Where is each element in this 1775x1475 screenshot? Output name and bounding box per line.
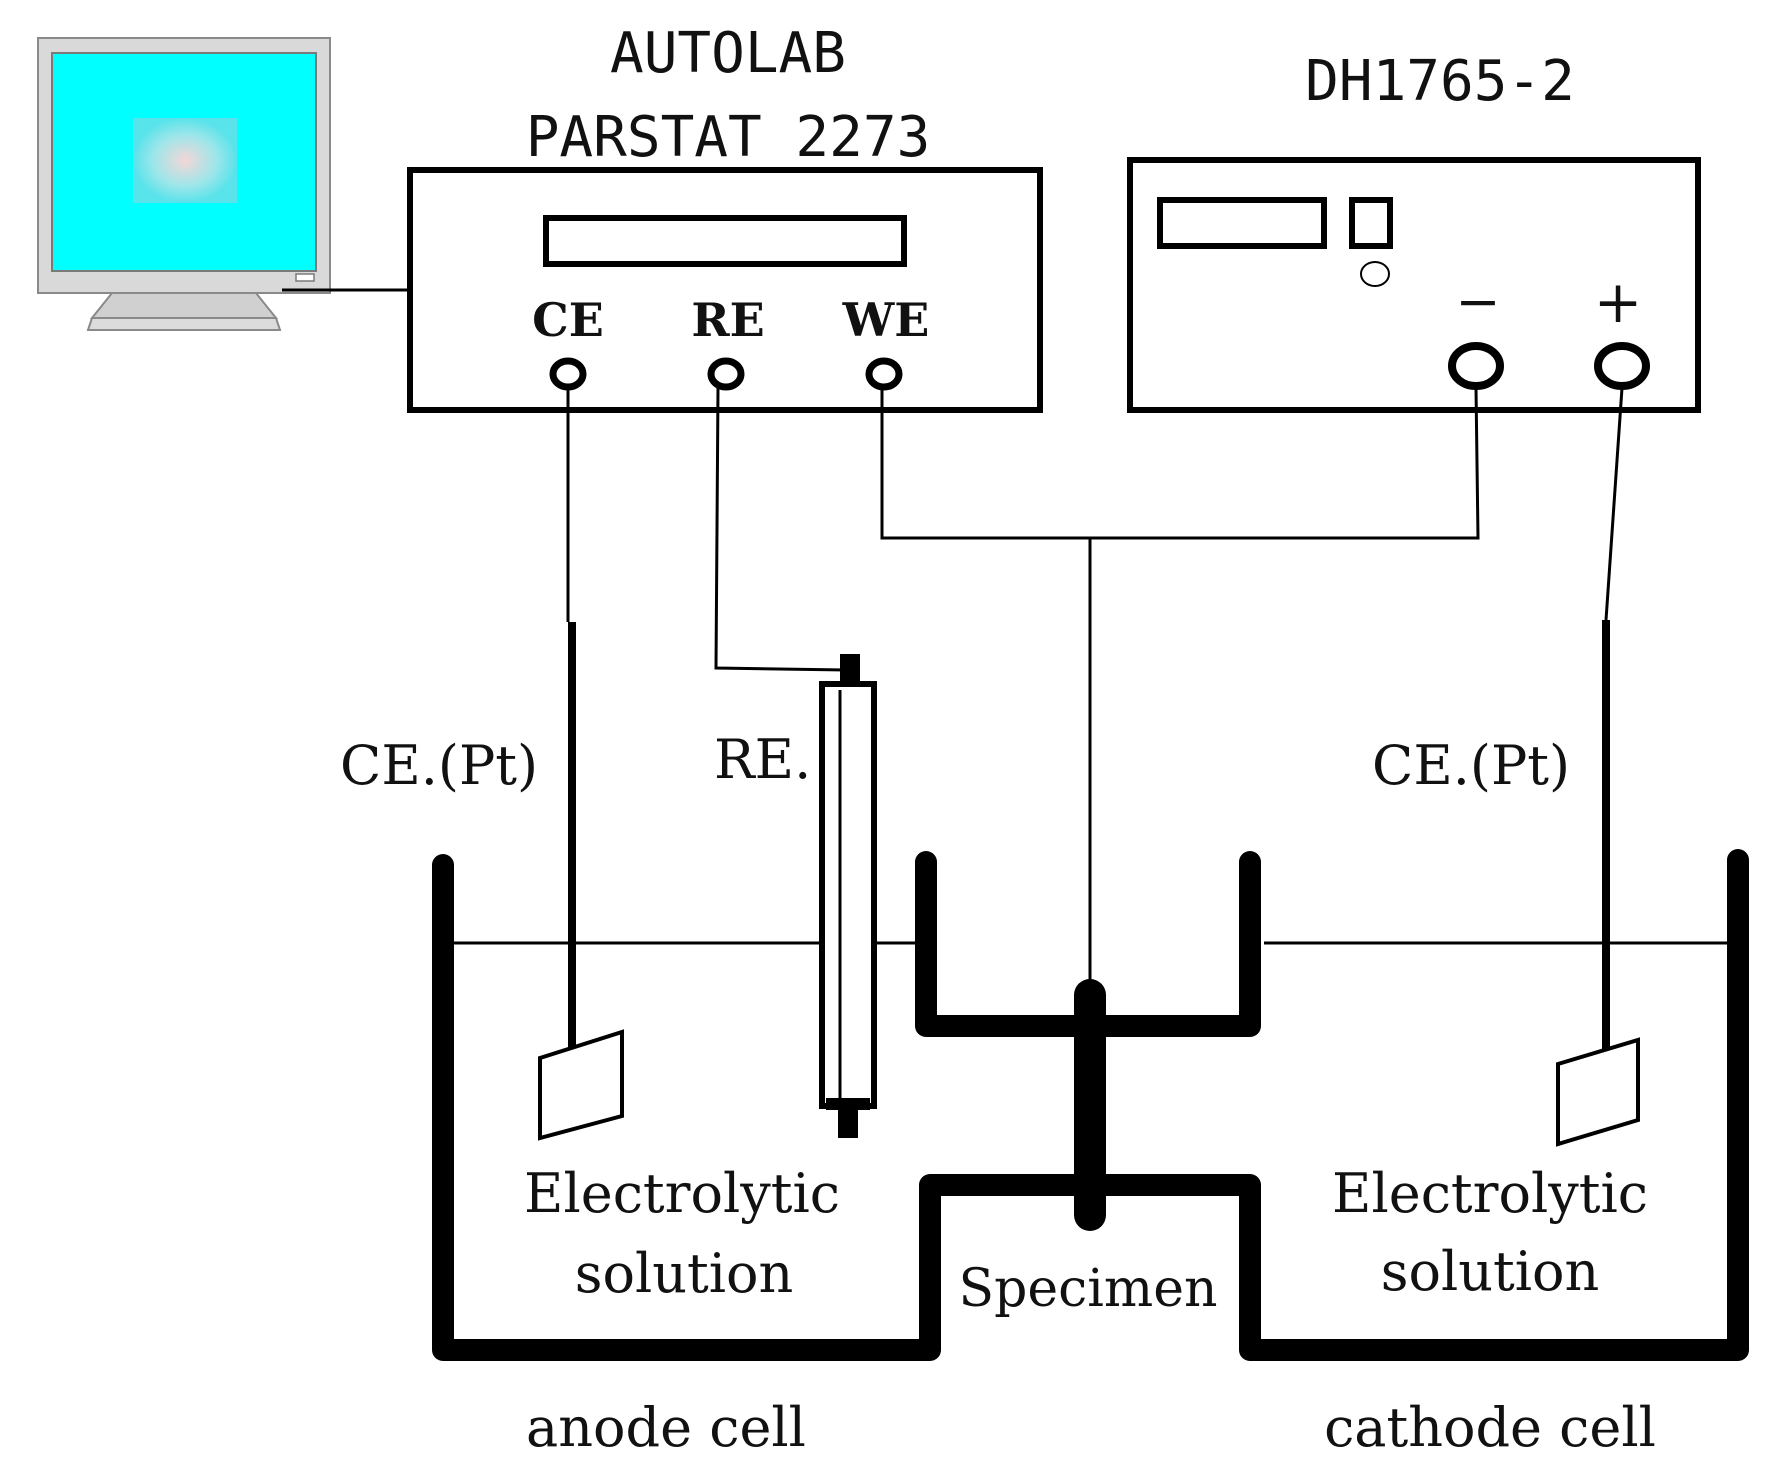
monitor-base [86,317,282,331]
terminal-label-re: RE [691,293,764,347]
potentiostat-title-line1: AUTOLAB [610,21,846,86]
power-supply-display [1157,197,1327,249]
ce-left-label: CE.(Pt) [340,734,538,797]
potentiostat-title-line2: PARSTAT 2273 [526,105,931,170]
wire-plus [1604,387,1624,621]
computer-monitor-icon [37,37,331,331]
anode-cell-label: anode cell [526,1396,806,1459]
potentiostat-display [543,215,907,267]
solution-right-line2: solution [1381,1240,1600,1303]
cathode-cell-label: cathode cell [1324,1396,1656,1459]
plus-sign: + [1594,268,1643,336]
solution-left-line1: Electrolytic [524,1162,840,1225]
monitor-button [295,273,315,282]
specimen-label: Specimen [958,1259,1217,1319]
monitor-neck [89,292,279,319]
wire-we-minus [880,387,1480,540]
terminal-label-we: WE [842,293,930,347]
power-supply-title: DH1765-2 [1305,49,1575,114]
solution-right-line1: Electrolytic [1332,1162,1648,1225]
terminal-we-socket [865,357,903,391]
ce-right-plate [1556,1037,1640,1147]
minus-sign: − [1455,270,1500,333]
power-supply-switch [1349,197,1393,249]
reference-electrode [819,654,877,1138]
screen-center-glow [133,118,237,203]
ce-right-label: CE.(Pt) [1372,734,1570,797]
terminal-ce-socket [549,357,587,391]
wire-re [714,387,847,672]
terminal-re-socket [707,357,745,391]
ce-left-plate [538,1029,624,1141]
plus-terminal [1594,342,1650,390]
solution-left-line2: solution [575,1242,794,1305]
terminal-label-ce: CE [532,293,604,347]
minus-terminal [1448,342,1504,390]
re-label: RE. [714,728,811,791]
power-supply-knob [1360,261,1390,287]
